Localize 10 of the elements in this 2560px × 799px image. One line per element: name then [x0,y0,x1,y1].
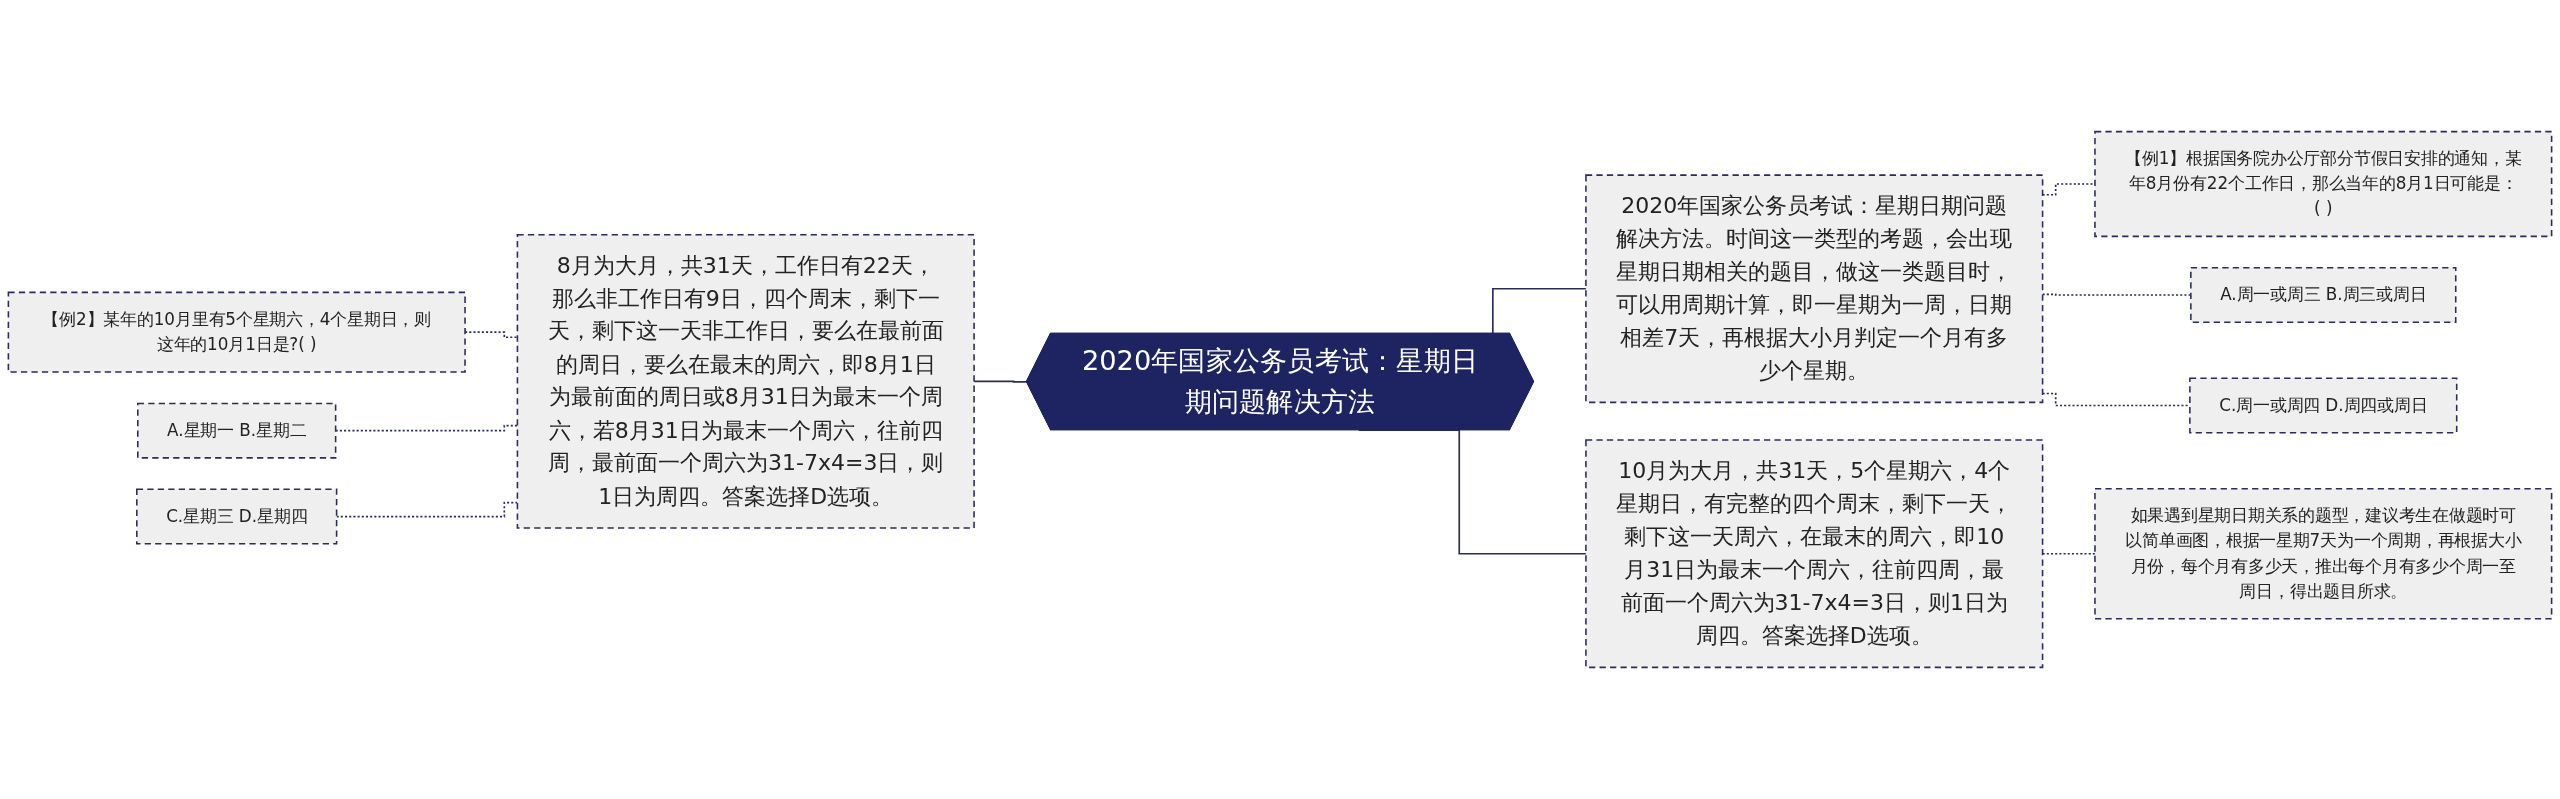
node-box: 10月为大月，共31天，5个星期六，4个星期日，有完整的四个周末，剩下一天，剩下这一天周六，在最末的周六，即10月31日为最末一个周六，往前四周，最前面一个周六为31-7x4=3日，则1日为周四。答案选择D选项。 [1585,439,2044,669]
node-box: 2020年国家公务员考试：星期日期问题解决方法。时间这一类型的考题，会出现星期日期相关的题目，做这一类题目时，可以用周期计算，即一星期为一周，日期相差7天，再根据大小月判定一个月有多少个星期。 [1585,174,2044,404]
node-box: C.周一或周四 D.周四或周日 [2189,377,2458,434]
node-box: 8月为大月，共31天，工作日有22天，那么非工作日有9日，四个周末，剩下一天，剩下这一天非工作日，要么在最前面的周日，要么在最末的周六，即8月1日为最前面的周日或8月31日为最末一个周六，若8月31日为最末一个周六，往前四周，最前面一个周六为31-7x4=3日，则1日为周四。答案选择D选项。 [516,234,975,529]
node-box: 【例2】某年的10月里有5个星期六，4个星期日，则这年的10月1日是?( ) [7,291,466,373]
node-box: 【例1】根据国务院办公厅部分节假日安排的通知，某年8月份有22个工作日，那么当年的8月1日可能是：( ) [2094,130,2553,238]
node-box: A.周一或周三 B.周三或周日 [2190,267,2457,324]
node-box: 如果遇到星期日期关系的题型，建议考生在做题时可以简单画图，根据一星期7天为一个周期，再根据大小月份，每个月有多少天，推出每个月有多少个周一至周日，得出题目所求。 [2094,488,2553,620]
node-box: A.星期一 B.星期二 [137,402,337,459]
node-box: C.星期三 D.星期四 [136,488,338,545]
